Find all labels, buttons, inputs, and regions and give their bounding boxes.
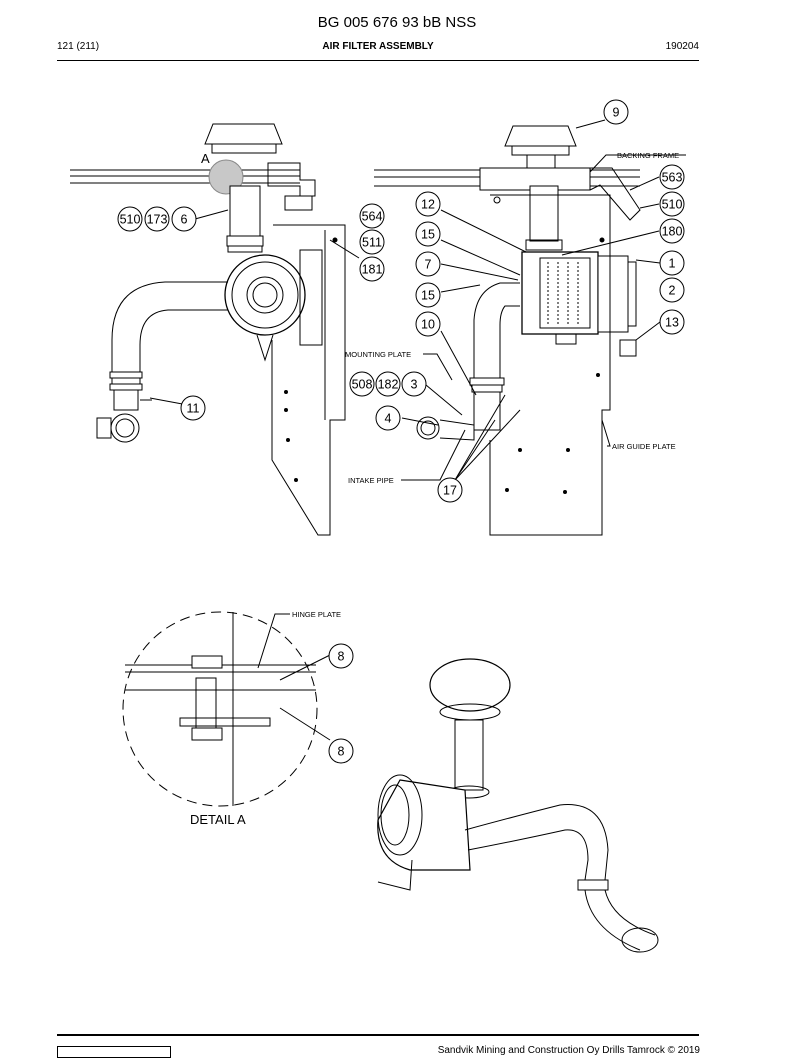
detail-a-caption: DETAIL A [190, 812, 246, 827]
callout-bubble [659, 250, 685, 276]
callout-number: 9 [613, 106, 620, 120]
label-hinge-plate: HINGE PLATE [292, 610, 341, 619]
callout-number: 508 [352, 378, 373, 392]
callout-number: 511 [362, 236, 382, 250]
callout-bubble [401, 371, 427, 397]
callout-bubble [659, 164, 685, 190]
callout-bubble [375, 371, 401, 397]
callout-bubble [359, 256, 385, 282]
callout-bubble [415, 221, 441, 247]
detail-a-view [122, 611, 331, 807]
callout-number: 563 [662, 171, 683, 185]
callout-bubble [328, 738, 354, 764]
callout-number: 17 [443, 484, 457, 498]
callout-number: 15 [421, 228, 435, 242]
callout-number: 10 [421, 318, 435, 332]
callout-bubble [415, 282, 441, 308]
callout-number: 13 [665, 316, 679, 330]
callout-bubble [359, 229, 385, 255]
revision-date: 190204 [665, 41, 699, 52]
callout-bubble [659, 277, 685, 303]
callout-number: 2 [669, 284, 676, 298]
callout-number: 8 [338, 650, 345, 664]
callout-number: 510 [120, 213, 141, 227]
callout-number: 182 [378, 378, 399, 392]
isometric-view [377, 658, 659, 953]
callout-number: 4 [385, 412, 392, 426]
callout-number: 8 [338, 745, 345, 759]
label-backing-frame: BACKING FRAME [617, 151, 679, 160]
page-number: 121 (211) [57, 41, 100, 52]
callout-number: 564 [362, 210, 383, 224]
callout-number: 15 [421, 289, 435, 303]
callout-bubble [415, 251, 441, 277]
callout-bubble [144, 206, 170, 232]
page-title: AIR FILTER ASSEMBLY [322, 41, 434, 52]
callout-number: 11 [187, 402, 200, 416]
callout-number: 181 [362, 263, 383, 277]
callout-number: 1 [669, 257, 676, 271]
callout-number: 12 [421, 198, 435, 212]
callout-bubble [328, 643, 354, 669]
header-rule [57, 60, 699, 61]
callout-bubble [415, 311, 441, 337]
callout-bubble [349, 371, 375, 397]
right-side-view [374, 119, 686, 536]
document-id: BG 005 676 93 bB NSS [317, 14, 477, 31]
callout-number: 173 [147, 213, 168, 227]
copyright-text: Sandvik Mining and Construction Oy Drill… [437, 1045, 700, 1056]
label-air-guide-plate: AIR GUIDE PLATE [612, 442, 676, 451]
callout-bubble [659, 191, 685, 217]
footer-rule [57, 1034, 699, 1036]
callout-number: 7 [425, 258, 432, 272]
callout-bubble [659, 309, 685, 335]
callout-bubble [171, 206, 197, 232]
callout-number: 3 [411, 378, 418, 392]
callout-bubble [117, 206, 143, 232]
detail-marker: A [201, 151, 210, 166]
callout-bubble [603, 99, 629, 125]
label-mounting-plate: MOUNTING PLATE [345, 350, 411, 359]
company-logo [57, 1046, 171, 1058]
callout-bubble [437, 477, 463, 503]
callout-bubble [659, 218, 685, 244]
callout-number: 510 [662, 198, 683, 212]
callout-bubble [375, 405, 401, 431]
callout-number: 6 [181, 213, 188, 227]
callout-bubble [415, 191, 441, 217]
left-side-view [70, 123, 360, 536]
callout-bubble [359, 203, 385, 229]
label-intake-pipe: INTAKE PIPE [348, 476, 394, 485]
callout-number: 180 [662, 225, 683, 239]
callout-bubble [180, 395, 206, 421]
